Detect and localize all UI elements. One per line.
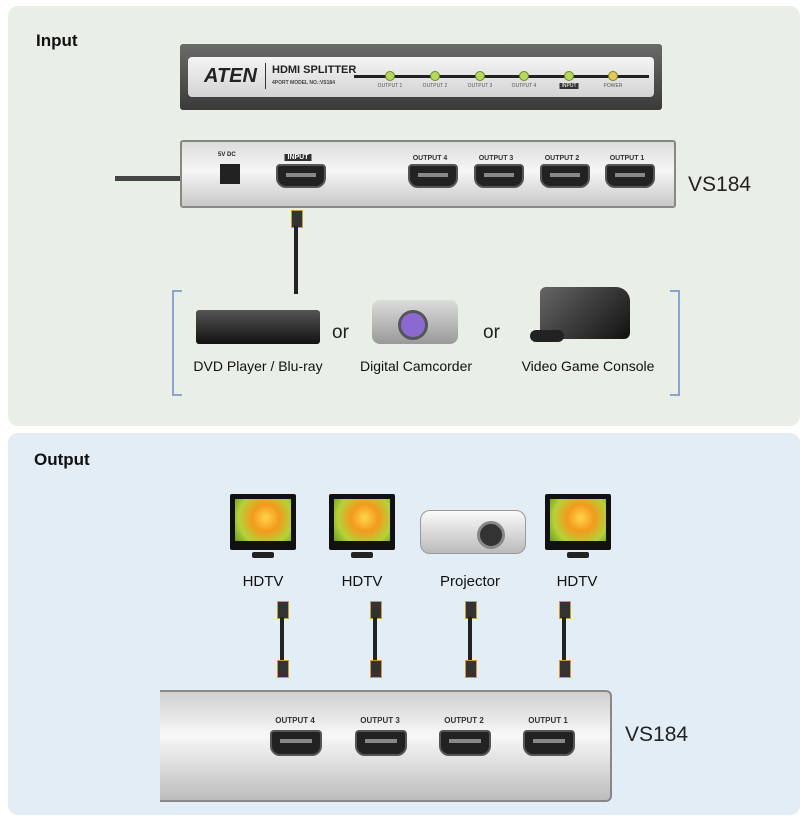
- power-cable: [115, 176, 183, 181]
- hdmi-cable: [468, 617, 472, 663]
- product-name: HDMI SPLITTER: [272, 64, 357, 76]
- display-label: HDTV: [341, 573, 383, 590]
- output-title: Output: [34, 450, 90, 469]
- hdtv-icon: [230, 494, 296, 558]
- hdmi-cable: [280, 617, 284, 663]
- model-label-input: VS184: [688, 173, 752, 196]
- hdtv-icon: [545, 494, 611, 558]
- output-port-label: OUTPUT 4: [412, 155, 448, 162]
- led-label: OUTPUT 2: [422, 83, 448, 89]
- led-label: OUTPUT 3: [467, 83, 493, 89]
- source-label-dvd: DVD Player / Blu-ray: [193, 358, 323, 374]
- output-port-label: OUTPUT 2: [544, 155, 580, 162]
- hdmi-input-port: [276, 164, 326, 188]
- output-port-label: OUTPUT 3: [478, 155, 514, 162]
- led-label: INPUT: [559, 83, 579, 89]
- output-port-label: OUTPUT 1: [528, 716, 568, 725]
- model-label-output: VS184: [625, 723, 689, 746]
- led-bar: OUTPUT 1 OUTPUT 2 OUTPUT 3 OUTPUT 4 INPU…: [354, 71, 649, 89]
- splitter-rear-panel: 5V DC INPUT OUTPUT 4 OUTPUT 3 OUTPUT 2 O…: [180, 140, 676, 208]
- led-power: [608, 71, 618, 81]
- splitter-rear-closeup: OUTPUT 4 OUTPUT 3 OUTPUT 2 OUTPUT 1: [160, 690, 612, 802]
- hdtv-icon: [329, 494, 395, 558]
- led-output-4: [519, 71, 529, 81]
- brand-logo: ATEN: [204, 65, 257, 87]
- hdmi-connector-icon: [277, 660, 289, 678]
- output-port-label: OUTPUT 3: [360, 716, 400, 725]
- power-label: 5V DC: [218, 152, 236, 158]
- source-label-console: Video Game Console: [521, 358, 655, 374]
- source-label-camcorder: Digital Camcorder: [359, 358, 473, 374]
- hdmi-output-1-port: [523, 730, 575, 756]
- splitter-front-panel: ATEN HDMI SPLITTER 4PORT MODEL NO.:VS184…: [180, 44, 662, 110]
- dvd-player-icon: [196, 310, 320, 344]
- led-output-1: [385, 71, 395, 81]
- hdmi-output-3-port: [474, 164, 524, 188]
- hdmi-output-4-port: [408, 164, 458, 188]
- output-port-label: OUTPUT 1: [609, 155, 645, 162]
- hdmi-cable: [294, 226, 298, 294]
- led-label: OUTPUT 1: [377, 83, 403, 89]
- display-label: HDTV: [556, 573, 598, 590]
- input-title: Input: [36, 31, 78, 50]
- or-text: or: [483, 322, 500, 343]
- hdmi-connector-icon: [370, 660, 382, 678]
- hdmi-cable: [562, 617, 566, 663]
- bracket-left: [172, 290, 182, 396]
- projector-icon: [420, 510, 526, 554]
- led-label: POWER: [603, 83, 623, 89]
- bracket-right: [670, 290, 680, 396]
- hdmi-output-3-port: [355, 730, 407, 756]
- output-port-label: OUTPUT 4: [275, 716, 315, 725]
- display-label: Projector: [439, 573, 501, 590]
- output-port-label: OUTPUT 2: [444, 716, 484, 725]
- hdmi-cable: [373, 617, 377, 663]
- model-line: 4PORT MODEL NO.:VS184: [272, 80, 335, 86]
- hdmi-connector-icon: [465, 660, 477, 678]
- led-label: OUTPUT 4: [511, 83, 537, 89]
- input-port-label: INPUT: [284, 154, 312, 161]
- hdmi-connector-icon: [559, 660, 571, 678]
- power-jack: [220, 164, 240, 184]
- or-text: or: [332, 322, 349, 343]
- display-label: HDTV: [242, 573, 284, 590]
- camcorder-icon: [372, 300, 458, 344]
- game-controller-icon: [530, 330, 564, 342]
- led-output-3: [475, 71, 485, 81]
- hdmi-output-1-port: [605, 164, 655, 188]
- hdmi-output-2-port: [439, 730, 491, 756]
- led-output-2: [430, 71, 440, 81]
- led-input: [564, 71, 574, 81]
- hdmi-output-2-port: [540, 164, 590, 188]
- hdmi-output-4-port: [270, 730, 322, 756]
